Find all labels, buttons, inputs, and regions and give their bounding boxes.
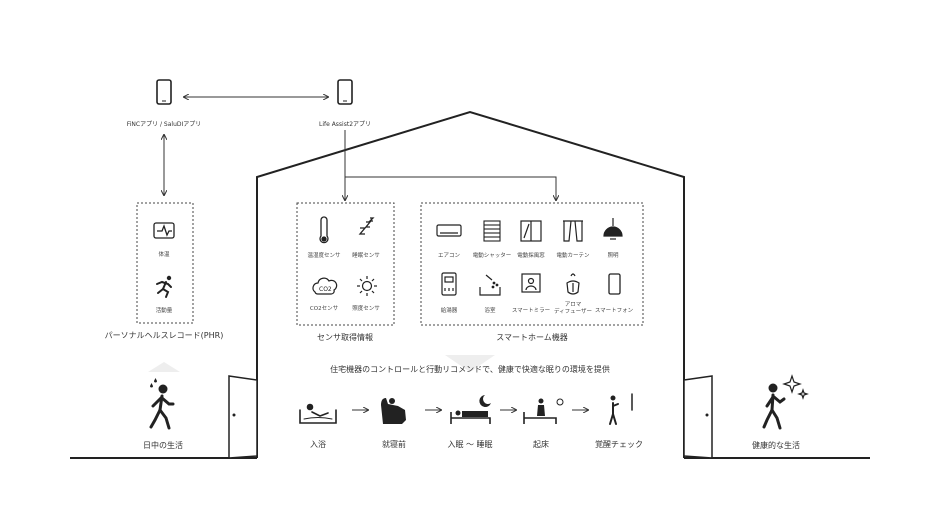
phone-icon-left [156, 79, 172, 105]
sensor-item-label: 照度センサ [352, 306, 380, 312]
device-item-label: アロマ ディフューザー [553, 302, 593, 315]
app-label-right: Life Assist2アプリ [318, 121, 372, 128]
device-item-label: 電動採風窓 [517, 253, 545, 259]
aroma-diffuser-icon [566, 273, 580, 295]
tagline: 住宅機器のコントロールと行動リコメンドで、健康で快適な眠りの環境を提供 [330, 365, 610, 374]
flow-step-label: 起床 [533, 440, 549, 449]
bathing-icon [299, 403, 337, 424]
phr-item-label: 体温 [158, 252, 170, 258]
running-person-icon [156, 275, 172, 298]
device-item-label: スマートミラー [511, 308, 551, 314]
sensor-item-label: 睡眠センサ [352, 253, 380, 259]
phr-title: パーソナルヘルスレコード(PHR) [104, 331, 224, 340]
sensor-box [296, 202, 395, 326]
flow-step-label: 覚醒チェック [595, 440, 643, 449]
armchair-relax-icon [381, 398, 406, 424]
device-item-label: 照明 [607, 253, 619, 259]
smartphone-icon [608, 273, 621, 295]
sensor-item-label: CO2センサ [309, 306, 339, 312]
house-outline [256, 110, 685, 458]
right-door [683, 375, 713, 459]
walking-sweating-person-icon [149, 378, 175, 430]
smart-mirror-icon [521, 273, 541, 293]
phone-icon-right [337, 79, 353, 105]
outside-right-label: 健康的な生活 [752, 441, 800, 450]
flow-step-label: 入眠 〜 睡眠 [447, 440, 493, 449]
device-item-label: 電動シャッター [472, 253, 512, 259]
shutter-icon [483, 220, 501, 242]
sparkle-icon [782, 374, 809, 400]
flow-step-label: 就寝前 [382, 440, 406, 449]
svg-text:CO2: CO2 [319, 286, 332, 293]
device-title: スマートホーム機器 [496, 333, 568, 342]
water-heater-icon [441, 272, 457, 296]
outside-left-label: 日中の生活 [143, 441, 183, 450]
sun-icon [357, 276, 377, 296]
device-item-label: 電動カーテン [556, 253, 590, 259]
healthy-person-icon [762, 383, 786, 430]
window-icon [520, 220, 542, 242]
app-label-left: FiNCアプリ / SaluDIアプリ [126, 121, 202, 128]
thermometer-icon [319, 216, 329, 244]
curtain-icon [563, 220, 583, 242]
air-conditioner-icon [436, 224, 462, 237]
phr-item-label: 活動量 [155, 308, 173, 314]
heart-monitor-icon [153, 222, 175, 239]
phr-box [136, 202, 194, 324]
phr-down-triangle [148, 362, 180, 372]
sensor-title: センサ取得情報 [317, 333, 373, 342]
sensor-item-label: 温湿度センサ [307, 253, 341, 259]
pendant-lamp-icon [603, 218, 623, 240]
left-door [228, 375, 258, 459]
bathtub-icon [479, 274, 501, 296]
device-item-label: 給湯器 [440, 308, 458, 314]
standing-check-icon [609, 393, 633, 425]
device-item-label: エアコン [437, 253, 461, 259]
device-item-label: スマートフォン [594, 308, 634, 314]
co2-cloud-icon: CO2 [312, 277, 338, 295]
device-item-label: 浴室 [484, 308, 496, 314]
app-to-house-arrows [345, 130, 556, 200]
flow-step-label: 入浴 [310, 440, 326, 449]
wake-sun-icon [523, 398, 564, 424]
bed-moon-icon [450, 395, 491, 424]
house-up-triangle [445, 355, 495, 372]
sleep-zzz-icon [358, 217, 375, 235]
